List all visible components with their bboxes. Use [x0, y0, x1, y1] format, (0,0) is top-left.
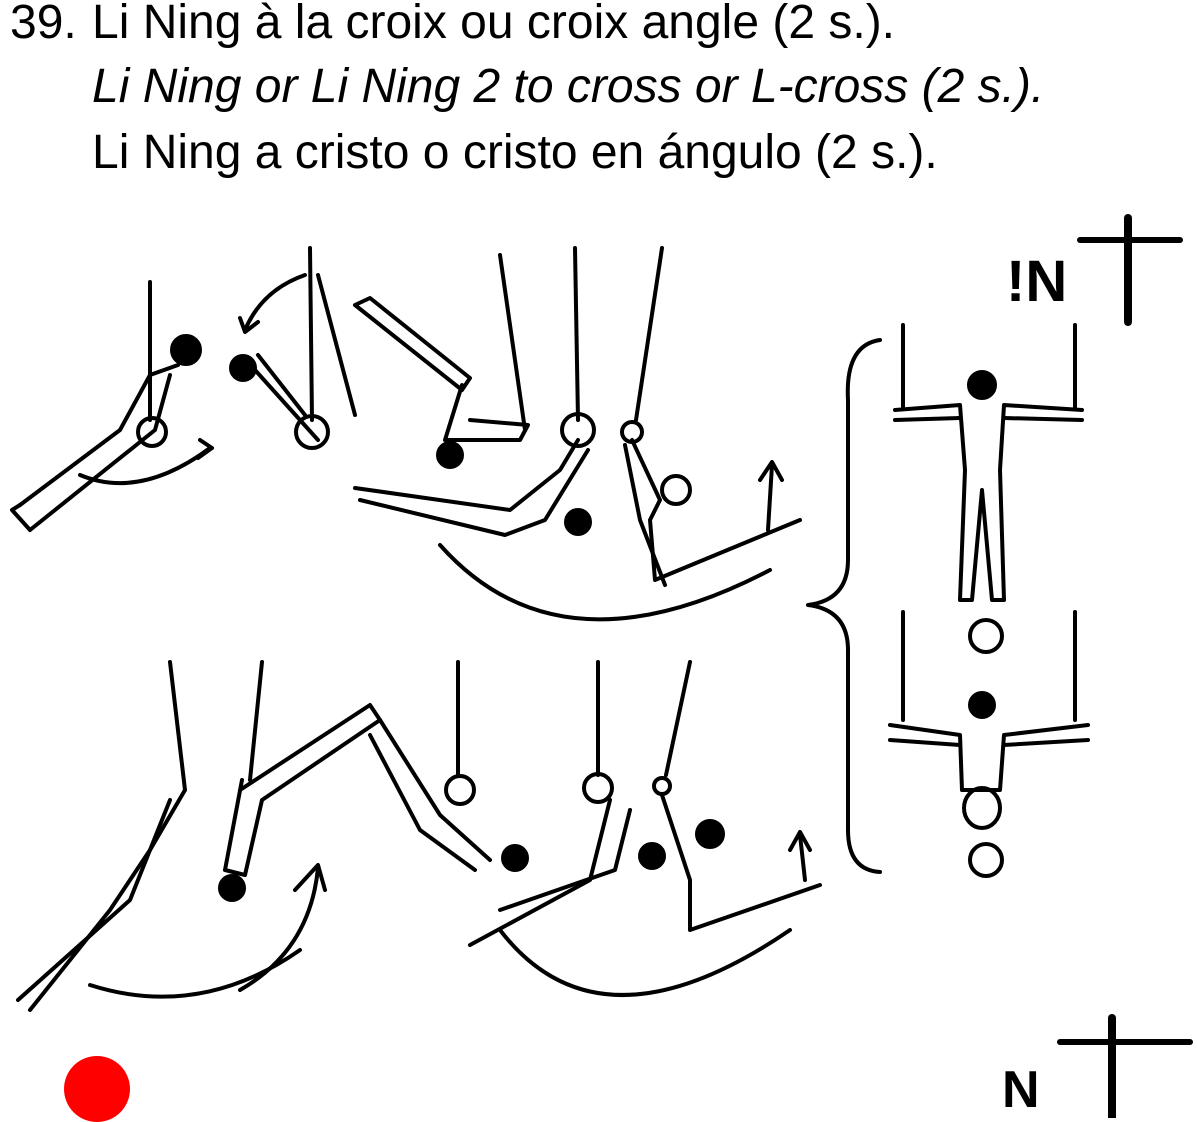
difficulty-symbol-bottom: N — [1002, 1061, 1040, 1119]
figure-top-3 — [353, 253, 530, 469]
figure-bottom-4 — [468, 660, 666, 947]
gymnastics-illustration — [10, 214, 1193, 1118]
figure-top-2 — [229, 246, 357, 450]
element-number: 39. — [10, 0, 77, 49]
figure-top-5 — [620, 246, 802, 587]
figure-bottom-2 — [218, 660, 382, 992]
grouping-brace — [806, 338, 882, 874]
figure-bottom-5 — [498, 660, 822, 997]
title-spanish: Li Ning a cristo o cristo en ángulo (2 s… — [92, 126, 938, 179]
cross-symbol-top — [1077, 214, 1183, 326]
title-english: Li Ning or Li Ning 2 to cross or L-cross… — [92, 60, 1045, 113]
figure-cross-bottom — [888, 610, 1090, 878]
figure-cross-top — [893, 323, 1084, 654]
red-marker-dot — [64, 1056, 130, 1122]
figure-bottom-3 — [368, 660, 529, 872]
figure-top-1 — [10, 280, 214, 532]
figure-top-4 — [353, 246, 772, 622]
title-french: Li Ning à la croix ou croix angle (2 s.)… — [92, 0, 896, 49]
cross-symbol-bottom — [1057, 1014, 1193, 1118]
difficulty-symbol-top: !N — [1006, 249, 1068, 314]
